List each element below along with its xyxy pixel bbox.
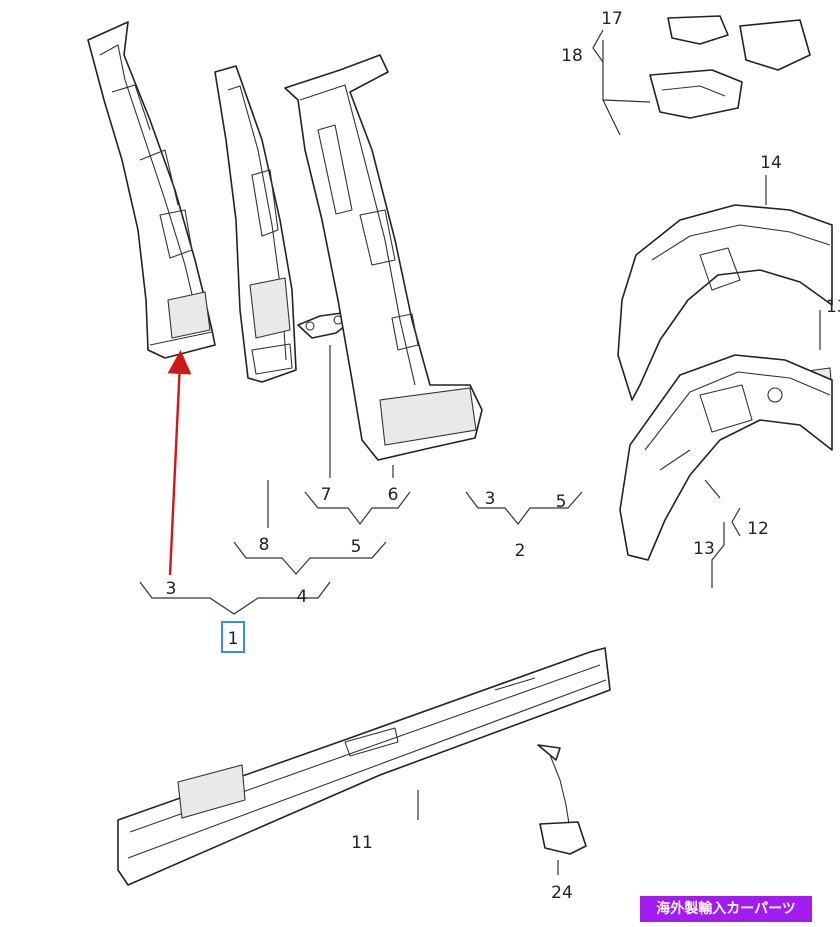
- watermark-badge: 海外製輸入カーパーツ: [640, 896, 812, 922]
- callout-braces: [139, 29, 741, 615]
- red-arrow: [167, 350, 192, 576]
- callout-11[interactable]: 11: [351, 833, 373, 853]
- small-brackets-group-part[interactable]: [649, 15, 811, 119]
- callout-2[interactable]: 2: [515, 541, 526, 561]
- b-pillar-reinforcement-part[interactable]: [214, 65, 297, 383]
- callout-3a[interactable]: 3: [166, 579, 177, 599]
- callout-1[interactable]: 1: [228, 629, 239, 649]
- callout-8[interactable]: 8: [259, 535, 270, 555]
- highlight-box-1: [221, 621, 245, 653]
- callout-3b[interactable]: 3: [485, 489, 496, 509]
- callout-13a[interactable]: 13: [826, 297, 840, 317]
- callout-4[interactable]: 4: [297, 587, 308, 607]
- callout-13b[interactable]: 13: [693, 539, 715, 559]
- callout-18[interactable]: 18: [561, 46, 583, 66]
- callout-17[interactable]: 17: [601, 9, 623, 29]
- side-sill-part[interactable]: [117, 647, 611, 886]
- bracket-rod-part[interactable]: [537, 744, 587, 855]
- wheel-housing-inner-part[interactable]: [619, 354, 833, 561]
- b-pillar-outer-part[interactable]: [284, 54, 483, 461]
- callout-24[interactable]: 24: [551, 883, 573, 903]
- callout-5b[interactable]: 5: [556, 492, 567, 512]
- callout-5a[interactable]: 5: [351, 537, 362, 557]
- callout-14[interactable]: 14: [760, 153, 782, 173]
- leader-lines: [267, 40, 821, 875]
- callout-7[interactable]: 7: [321, 485, 332, 505]
- a-pillar-inner-part[interactable]: [87, 21, 216, 359]
- callout-6[interactable]: 6: [388, 485, 399, 505]
- callout-12[interactable]: 12: [747, 519, 769, 539]
